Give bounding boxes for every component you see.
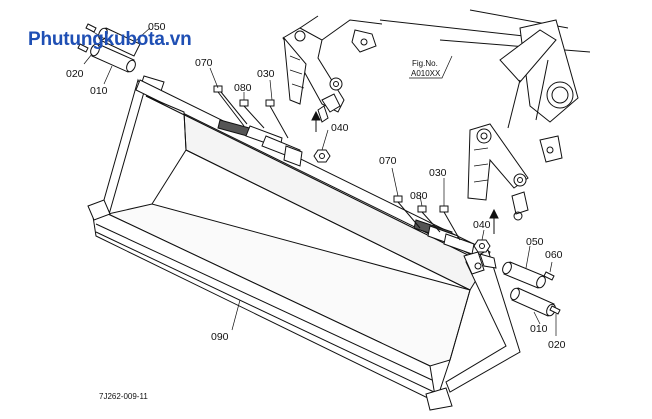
callout-030-left: 030	[257, 68, 275, 80]
loader-arm-right	[379, 9, 591, 221]
drawing-code: 7J262-009-11	[99, 392, 148, 401]
callout-040-right: 040	[473, 219, 491, 231]
callout-020-right: 020	[548, 339, 566, 351]
callout-070-left: 070	[195, 57, 213, 69]
callout-040-left: 040	[331, 122, 349, 134]
bucket-090	[87, 75, 521, 411]
callout-030-right: 030	[429, 167, 447, 179]
part-bolts-right	[393, 195, 499, 253]
callout-060-right: 060	[545, 249, 563, 261]
callout-080-right: 080	[410, 190, 428, 202]
callout-010-top: 010	[90, 85, 108, 97]
figure-reference: Fig.No. A010XX	[409, 55, 453, 79]
callout-080-left: 080	[234, 82, 252, 94]
fig-no-label: Fig.No.	[412, 59, 438, 68]
callout-050-top: 050	[148, 21, 166, 33]
watermark-logo: Phutungkubota.vn	[28, 29, 192, 50]
callout-050-right: 050	[526, 236, 544, 248]
fig-no-value: A010XX	[411, 69, 441, 78]
part-bolts-left	[213, 85, 331, 163]
callout-020-top: 020	[66, 68, 84, 80]
loader-arm-left	[282, 15, 383, 123]
callout-070-right: 070	[379, 155, 397, 167]
callout-090: 090	[211, 331, 229, 343]
callout-labels: 050 020 010 070 030 080 040 070 030 080 …	[66, 21, 566, 351]
part-pins-top-left	[77, 23, 141, 73]
part-pins-right	[502, 261, 561, 317]
callout-010-right: 010	[530, 323, 548, 335]
leader-lines	[83, 27, 557, 336]
